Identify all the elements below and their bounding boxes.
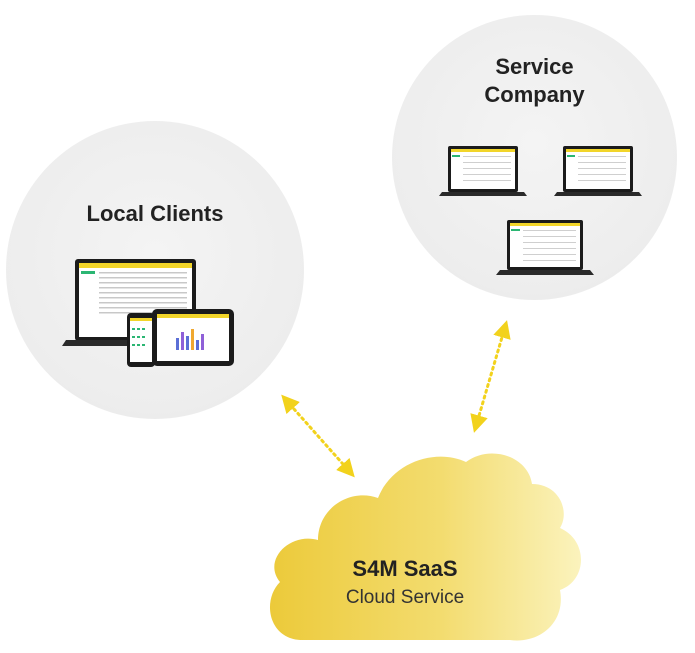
cloud-service-title: S4M SaaS xyxy=(352,556,458,581)
tablet-icon xyxy=(152,309,234,366)
service-company-title-line1: Service xyxy=(495,54,574,79)
phone-icon xyxy=(127,313,155,367)
cloud-icon xyxy=(269,453,581,641)
service-company-title: Service Company xyxy=(392,53,677,108)
double-arrow-icon xyxy=(470,320,511,433)
service-company-title-line2: Company xyxy=(484,81,585,107)
double-arrow-icon xyxy=(281,394,355,478)
local-clients-title: Local Clients xyxy=(86,201,224,226)
laptop-icon xyxy=(496,220,594,275)
laptop-icon xyxy=(439,146,527,196)
cloud-service-subtitle: Cloud Service xyxy=(345,587,465,608)
laptop-icon xyxy=(554,146,642,196)
